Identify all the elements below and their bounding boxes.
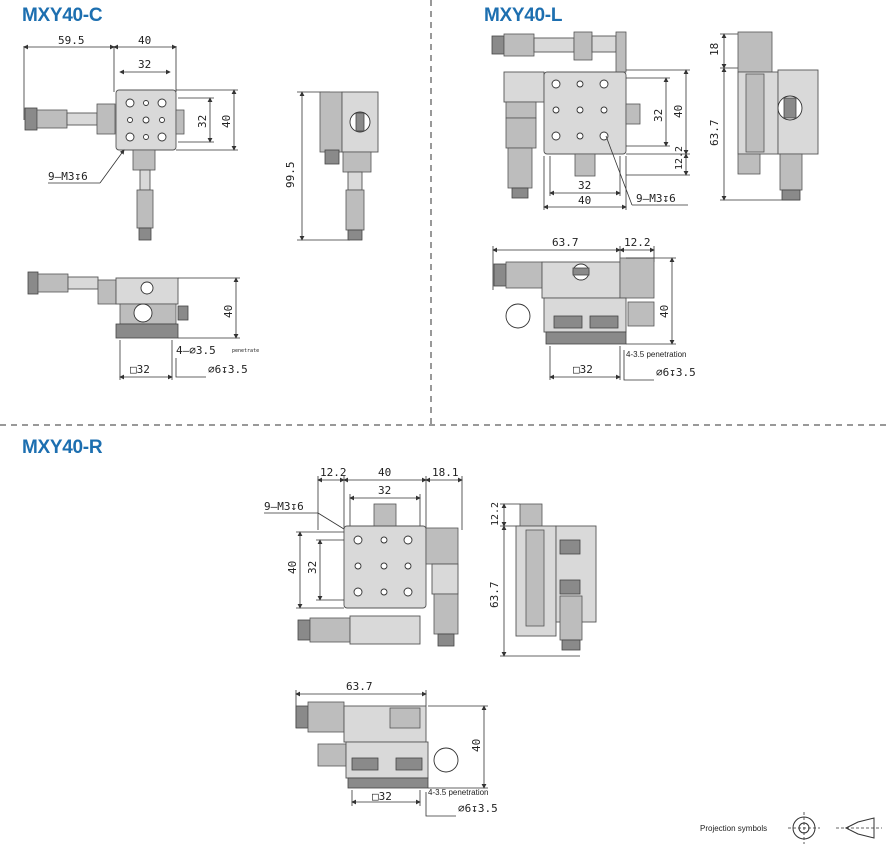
mxy40r-side-view: 12.2 63.7 xyxy=(488,502,597,657)
dim-c-59-5: 59.5 xyxy=(58,34,85,47)
dim-r-32: 32 xyxy=(378,484,391,497)
dim-r-40: 40 xyxy=(378,466,391,479)
dim-r-s63-7: 63.7 xyxy=(488,582,501,609)
dim-r-s12-2: 12.2 xyxy=(490,502,501,526)
micrometer-icon xyxy=(24,103,116,135)
dim-l-63-7: 63.7 xyxy=(708,120,721,147)
dim-l-18: 18 xyxy=(708,43,721,56)
dim-l-sq32: □32 xyxy=(573,363,593,376)
dim-r-sq32: □32 xyxy=(372,790,392,803)
dim-c-front-40: 40 xyxy=(222,305,235,318)
dim-r-h32: 32 xyxy=(306,561,319,574)
callout-l-pen: 4-3.5 penetration xyxy=(626,350,687,359)
dim-l-f12-2: 12.2 xyxy=(624,236,651,249)
hole-pattern-icon xyxy=(125,98,167,142)
dim-r-h40: 40 xyxy=(286,561,299,574)
dim-l-w40: 40 xyxy=(578,194,591,207)
mxy40c-front-view: 40 □32 4—∅3.5 penetrate ∅6↧3.5 xyxy=(27,271,259,380)
mxy40r-top-view: 12.2 40 18.1 32 9—M3↧6 40 32 xyxy=(264,466,463,647)
callout-r-cb: ∅6↧3.5 xyxy=(458,802,498,815)
dim-c-side-32: 32 xyxy=(196,115,209,128)
dim-c-side-40: 40 xyxy=(220,115,233,128)
dim-l-40: 40 xyxy=(672,105,685,118)
callout-l-holes: 9—M3↧6 xyxy=(636,192,676,205)
callout-c-penetrate: penetrate xyxy=(232,348,259,354)
callout-c-holes: 9—M3↧6 xyxy=(48,170,88,183)
mxy40c-top-view: 59.5 40 32 32 40 xyxy=(23,34,238,241)
dim-l-f40: 40 xyxy=(658,305,671,318)
dim-l-12-2: 12.2 xyxy=(674,146,685,170)
dim-r-f40: 40 xyxy=(470,739,483,752)
mxy40l-top-view: 32 40 12.2 32 40 9—M3↧6 xyxy=(491,31,690,210)
dim-l-32: 32 xyxy=(652,109,665,122)
dim-c-sq32: □32 xyxy=(130,363,150,376)
callout-c-cb: ∅6↧3.5 xyxy=(208,363,248,376)
dim-r-f63-7: 63.7 xyxy=(346,680,373,693)
projection-symbol-icon: Projection symbols xyxy=(700,812,882,844)
mxy40l-front-view: 63.7 12.2 40 □32 4-3.5 penetration ∅6↧3.… xyxy=(492,236,696,381)
dim-r-12-2: 12.2 xyxy=(320,466,347,479)
callout-l-cb: ∅6↧3.5 xyxy=(656,366,696,379)
mxy40r-front-view: 63.7 40 □32 4-3.5 penetration ∅6↧3.5 xyxy=(295,680,498,817)
dim-l-f63-7: 63.7 xyxy=(552,236,579,249)
dim-r-18-1: 18.1 xyxy=(432,466,459,479)
mxy40c-side-view: 99.5 xyxy=(284,91,379,241)
dim-c-99-5: 99.5 xyxy=(284,162,297,189)
callout-r-holes: 9—M3↧6 xyxy=(264,500,304,513)
model-title-r: MXY40-R xyxy=(22,437,103,458)
dim-c-32-top: 32 xyxy=(138,58,151,71)
dim-c-40-top: 40 xyxy=(138,34,151,47)
dim-l-w32: 32 xyxy=(578,179,591,192)
model-title-l: MXY40-L xyxy=(484,5,563,26)
callout-c-fr-holes: 4—∅3.5 xyxy=(176,344,216,357)
callout-r-pen: 4-3.5 penetration xyxy=(428,788,489,797)
model-title-c: MXY40-C xyxy=(22,5,103,26)
projection-label: Projection symbols xyxy=(700,824,767,833)
mxy40l-side-view: 18 63.7 xyxy=(708,31,819,201)
